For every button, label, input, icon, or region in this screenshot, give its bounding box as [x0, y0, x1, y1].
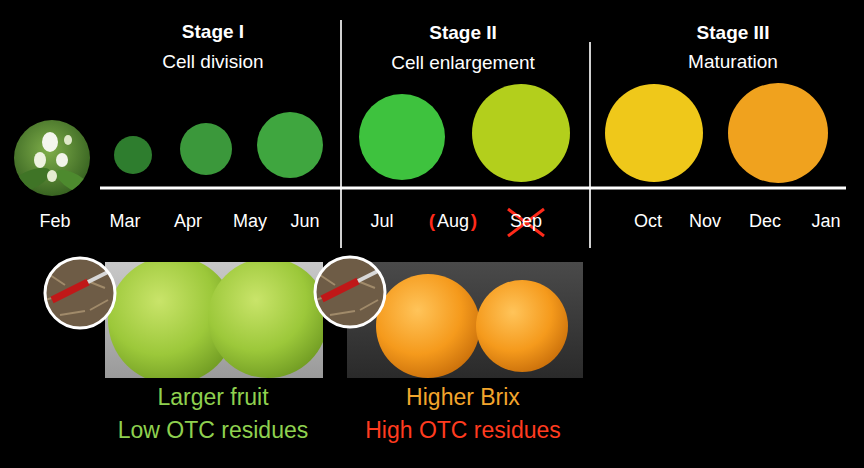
month-label: Dec [749, 212, 781, 232]
month-label: Jan [811, 212, 840, 232]
stage-heading: Stage III [697, 23, 770, 44]
month-label: Sep [510, 212, 542, 232]
outcome-text: Higher Brix [406, 385, 520, 410]
month-label: Mar [110, 212, 141, 232]
month-label: Apr [174, 212, 202, 232]
parenthesis-mark: ) [471, 211, 477, 232]
month-label: Nov [689, 212, 721, 232]
month-label: Jun [290, 212, 319, 232]
month-label: Jul [370, 212, 393, 232]
month-label: May [233, 212, 267, 232]
outcome-text: High OTC residues [365, 418, 561, 443]
month-label: Oct [634, 212, 662, 232]
stage-subtitle: Maturation [688, 52, 778, 73]
month-label: Aug [437, 212, 469, 232]
outcome-text: Low OTC residues [118, 418, 308, 443]
stage-subtitle: Cell division [162, 52, 263, 73]
stage-heading: Stage II [429, 23, 497, 44]
stage-subtitle: Cell enlargement [391, 53, 535, 74]
outcome-text: Larger fruit [157, 385, 268, 410]
stage-heading: Stage I [182, 22, 244, 43]
month-label: Feb [39, 212, 70, 232]
parenthesis-mark: ( [429, 211, 435, 232]
